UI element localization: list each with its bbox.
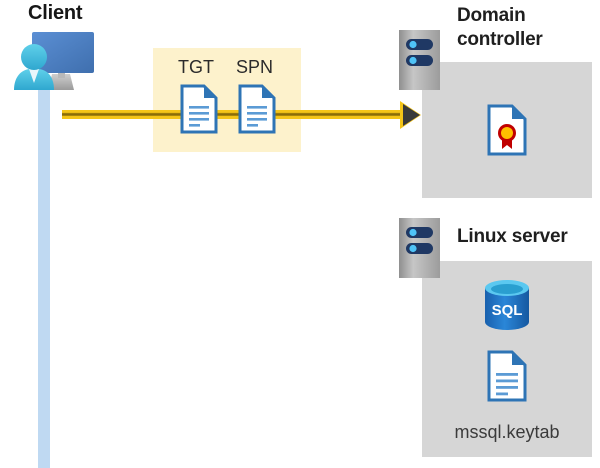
certificate-icon — [487, 104, 527, 156]
sql-database-text: SQL — [492, 302, 523, 319]
client-label: Client — [28, 2, 83, 24]
message-box — [153, 48, 301, 152]
domain-controller-label-line1: Domain — [457, 5, 526, 26]
document-icon — [487, 350, 527, 402]
domain-controller-label: Domain controller — [457, 4, 597, 52]
linux-server-label: Linux server — [457, 226, 568, 247]
sql-database-icon: SQL — [483, 279, 531, 331]
user-monitor-icon — [8, 28, 100, 94]
server-icon — [399, 30, 440, 90]
flow-arrow-line — [62, 110, 409, 119]
document-icon — [180, 84, 218, 134]
client-lifeline — [38, 88, 50, 468]
domain-controller-label-line2: controller — [457, 29, 543, 50]
tgt-label: TGT — [178, 57, 214, 77]
spn-label: SPN — [236, 57, 274, 77]
flow-arrowhead-icon — [403, 104, 420, 126]
keytab-filename-label: mssql.keytab — [454, 422, 560, 442]
server-icon — [399, 218, 440, 278]
document-icon — [238, 84, 276, 134]
